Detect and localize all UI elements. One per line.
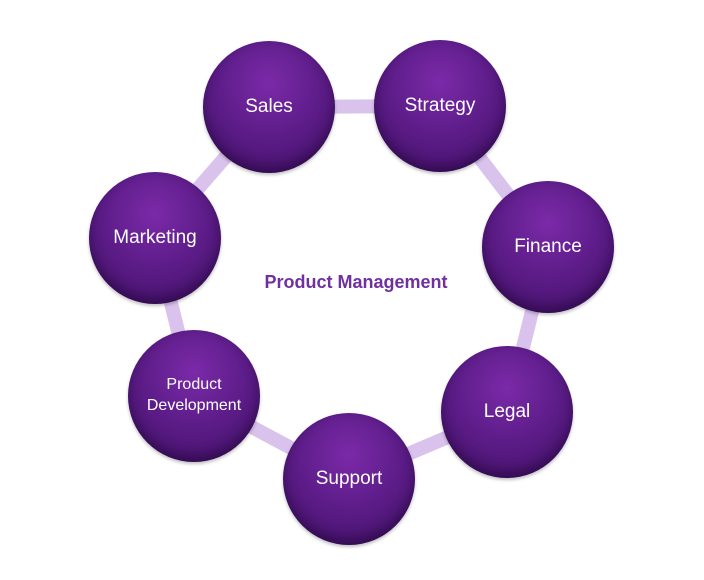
node-label: Finance <box>514 235 582 257</box>
node-product-development[interactable]: Product Development <box>128 330 260 462</box>
node-sales[interactable]: Sales <box>203 41 335 173</box>
node-finance[interactable]: Finance <box>482 181 614 313</box>
node-label: Legal <box>483 400 531 422</box>
node-label: Product Development <box>146 376 242 414</box>
center-title: Product Management <box>264 272 448 292</box>
node-label: Marketing <box>113 226 197 248</box>
node-label: Sales <box>245 95 293 117</box>
node-label: Strategy <box>404 94 476 116</box>
node-legal[interactable]: Legal <box>441 346 573 478</box>
node-strategy[interactable]: Strategy <box>374 40 506 172</box>
node-support[interactable]: Support <box>283 413 415 545</box>
node-marketing[interactable]: Marketing <box>89 172 221 304</box>
node-label: Support <box>315 467 383 489</box>
